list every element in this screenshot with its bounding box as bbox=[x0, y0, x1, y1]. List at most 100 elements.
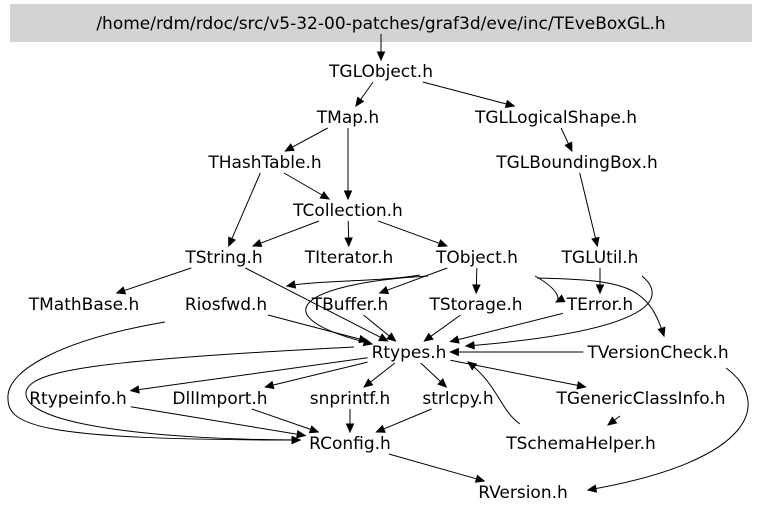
arrowhead-thashtable-to-tstring bbox=[228, 236, 237, 248]
edge-thashtable-to-tcollection bbox=[283, 172, 323, 196]
edge-rtypes-to-rconfig bbox=[25, 346, 355, 441]
edge-tstring-to-rconfig bbox=[7, 321, 301, 441]
arrowhead-tgenericclassinfo-to-tschemahelper bbox=[607, 416, 618, 426]
arrowhead-tglboundingbox-to-tglutil bbox=[591, 236, 600, 248]
edge-tbuffer-to-rtypes bbox=[363, 314, 390, 337]
arrowhead-rtypes-to-rconfig bbox=[291, 435, 302, 445]
arrowhead-rtypes-to-rtypeinfo bbox=[129, 385, 140, 394]
edge-thashtable-to-tstring bbox=[231, 172, 261, 239]
edge-tstring-to-rtypes bbox=[245, 267, 381, 338]
arrowhead-tobject-to-tversioncheck bbox=[657, 326, 666, 338]
arrowhead-rtypes-to-tgenericclassinfo bbox=[576, 381, 587, 390]
node-tgenericclassinfo: TGenericClassInfo.h bbox=[555, 389, 725, 409]
node-tglutil: TGLUtil.h bbox=[561, 248, 639, 268]
node-tmathbase: TMathBase.h bbox=[28, 295, 139, 315]
node-tgllogicalshape: TGLLogicalShape.h bbox=[474, 108, 637, 128]
node-tbuffer: TBuffer.h bbox=[311, 295, 389, 315]
arrowhead-tobject-to-tstorage bbox=[472, 284, 481, 295]
arrowhead-terror-to-rtypes bbox=[449, 335, 460, 344]
edge-tschemahelper-to-rtypes bbox=[467, 361, 521, 425]
node-rversion: RVersion.h bbox=[478, 483, 568, 503]
node-tmap: TMap.h bbox=[316, 108, 379, 128]
node-thashtable: THashTable.h bbox=[207, 153, 321, 173]
edges bbox=[7, 34, 749, 493]
arrowhead-tstorage-to-rtypes bbox=[423, 332, 434, 342]
arrowhead-tstring-to-rtypes bbox=[378, 333, 389, 342]
edge-tglobject-to-tgllogicalshape bbox=[422, 81, 507, 105]
edge-riosfwd-to-rtypes bbox=[267, 314, 361, 340]
edge-rtypes-to-dllimport bbox=[272, 361, 368, 386]
edge-tcollection-to-tstring bbox=[260, 220, 320, 244]
node-dllimport: DllImport.h bbox=[172, 389, 267, 409]
node-tcollection: TCollection.h bbox=[292, 201, 403, 221]
arrowhead-tglutil-to-rtypes bbox=[464, 341, 475, 350]
edge-tcollection-to-tobject bbox=[378, 220, 440, 244]
edge-tstring-to-tmathbase bbox=[124, 267, 192, 291]
node-tglobject: TGLObject.h bbox=[328, 62, 433, 82]
arrowhead-thashtable-to-tcollection bbox=[319, 191, 331, 200]
edge-terror-to-rtypes bbox=[458, 312, 563, 341]
arrowhead-tmap-to-thashtable bbox=[284, 143, 295, 152]
arrowhead-rtypes-to-snprintf bbox=[363, 378, 374, 388]
edge-tstorage-to-rtypes bbox=[430, 314, 461, 337]
arrowhead-tschemahelper-to-rtypes bbox=[467, 361, 478, 371]
node-rtypes: Rtypes.h bbox=[372, 343, 447, 363]
arrowhead-riosfwd-to-rtypes bbox=[358, 334, 369, 344]
node-titerator: TIterator.h bbox=[304, 248, 394, 268]
edge-tobject-to-tbuffer bbox=[387, 267, 448, 291]
edge-tobject-to-tversioncheck bbox=[536, 277, 665, 337]
arrowhead-rtypeinfo-to-rconfig bbox=[296, 429, 307, 439]
edge-strlcpy-to-rconfig bbox=[383, 408, 432, 430]
node-tstring: TString.h bbox=[184, 248, 262, 268]
node-strlcpy: strlcpy.h bbox=[422, 389, 493, 409]
edge-rtypes-to-strlcpy bbox=[420, 362, 441, 382]
arrowhead-tmap-to-tcollection bbox=[343, 190, 353, 201]
arrowhead-tobject-to-riosfwd bbox=[285, 280, 297, 289]
edge-tobject-to-terror bbox=[534, 275, 559, 303]
arrowhead-tglobject-to-tmap bbox=[355, 96, 365, 108]
node-rtypeinfo: Rtypeinfo.h bbox=[29, 389, 127, 409]
node-rconfig: RConfig.h bbox=[309, 434, 391, 454]
arrowhead-rtypes-to-strlcpy bbox=[437, 378, 448, 388]
arrowhead-tversioncheck-to-rversion bbox=[586, 484, 598, 493]
edge-tmap-to-thashtable bbox=[292, 127, 328, 148]
node-tobject: TObject.h bbox=[435, 248, 518, 268]
edge-tglutil-to-rtypes bbox=[465, 275, 653, 347]
edge-tobject-to-riosfwd bbox=[286, 274, 421, 287]
arrowhead-strlcpy-to-rconfig bbox=[375, 424, 386, 433]
edge-rtypeinfo-to-rconfig bbox=[130, 406, 298, 435]
edge-rtypes-to-snprintf bbox=[370, 362, 396, 383]
arrowhead-tgllogicalshape-to-tglboundingbox bbox=[564, 141, 573, 153]
node-tversioncheck: TVersionCheck.h bbox=[586, 343, 728, 363]
arrowhead-tcollection-to-titerator bbox=[344, 237, 353, 248]
node-terror: TError.h bbox=[566, 295, 633, 315]
node-snprintf: snprintf.h bbox=[310, 389, 391, 409]
edge-tglobject-to-tmap bbox=[360, 81, 374, 100]
node-tglboundingbox: TGLBoundingBox.h bbox=[495, 153, 658, 173]
arrowhead-tobject-to-tbuffer bbox=[378, 286, 390, 295]
edge-tglboundingbox-to-tglutil bbox=[579, 172, 596, 239]
node-tstorage: TStorage.h bbox=[428, 295, 522, 315]
arrowhead-tbuffer-to-rtypes bbox=[386, 332, 397, 342]
arrowhead-snprintf-to-rconfig bbox=[345, 423, 355, 434]
node-riosfwd: Riosfwd.h bbox=[185, 295, 267, 315]
arrowhead-tstring-to-tmathbase bbox=[115, 286, 127, 295]
arrowhead-tglobject-to-tgllogicalshape bbox=[504, 99, 516, 109]
arrowhead-rconfig-to-rversion bbox=[474, 474, 486, 483]
arrowhead-rtypes-to-dllimport bbox=[263, 380, 275, 390]
arrowhead-tcollection-to-tobject bbox=[437, 239, 448, 248]
edge-rconfig-to-rversion bbox=[388, 453, 477, 480]
node-root: /home/rdm/rdoc/src/v5-32-00-patches/graf… bbox=[96, 14, 665, 34]
edge-dllimport-to-rconfig bbox=[251, 408, 311, 430]
arrowhead-tversioncheck-to-rtypes bbox=[449, 347, 459, 357]
nodes: /home/rdm/rdoc/src/v5-32-00-patches/graf… bbox=[28, 14, 729, 503]
arrowhead-tglutil-to-terror bbox=[595, 284, 605, 295]
arrowhead-tobject-to-terror bbox=[554, 294, 566, 303]
node-tschemahelper: TSchemaHelper.h bbox=[505, 434, 656, 454]
edge-rtypes-to-rtypeinfo bbox=[138, 357, 368, 391]
edge-tversioncheck-to-rversion bbox=[587, 367, 749, 491]
edge-tgllogicalshape-to-tglboundingbox bbox=[560, 127, 569, 145]
arrowhead-tcollection-to-tstring bbox=[251, 239, 263, 247]
arrowhead-dllimport-to-rconfig bbox=[308, 425, 320, 434]
